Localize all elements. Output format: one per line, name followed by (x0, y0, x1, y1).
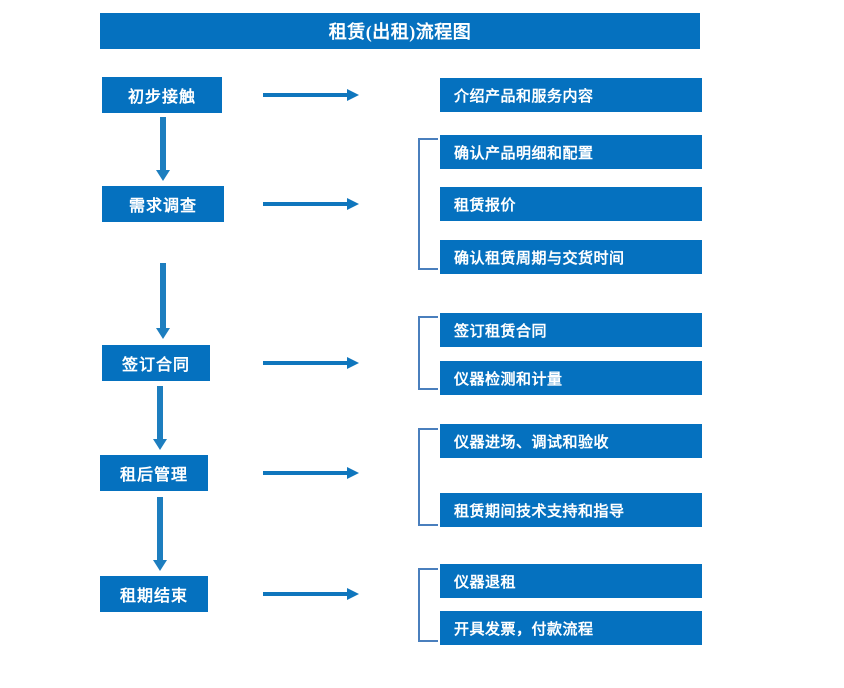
stage-box-1[interactable]: 初步接触 (102, 77, 222, 113)
flow-arrow-down-1 (155, 117, 171, 181)
group-bracket-contract (418, 316, 438, 390)
detail-box-5[interactable]: 签订租赁合同 (440, 313, 702, 347)
detail-box-1[interactable]: 介绍产品和服务内容 (440, 78, 702, 112)
detail-box-7[interactable]: 仪器进场、调试和验收 (440, 424, 702, 458)
flow-arrow-right-3 (263, 355, 359, 371)
stage-box-4[interactable]: 租后管理 (100, 455, 208, 491)
flow-arrow-right-5 (263, 586, 359, 602)
detail-box-3[interactable]: 租赁报价 (440, 187, 702, 221)
group-bracket-closeout (418, 568, 438, 642)
detail-box-8[interactable]: 租赁期间技术支持和指导 (440, 493, 702, 527)
detail-box-2[interactable]: 确认产品明细和配置 (440, 135, 702, 169)
flow-arrow-right-4 (263, 465, 359, 481)
group-bracket-management (418, 428, 438, 526)
flow-arrow-right-1 (263, 87, 359, 103)
detail-box-9[interactable]: 仪器退租 (440, 564, 702, 598)
group-bracket-requirements (418, 138, 438, 270)
flow-arrow-down-4 (152, 497, 168, 571)
flow-arrow-down-3 (152, 386, 168, 450)
flow-arrow-down-2 (155, 263, 171, 339)
detail-box-6[interactable]: 仪器检测和计量 (440, 361, 702, 395)
stage-box-2[interactable]: 需求调查 (102, 186, 224, 222)
detail-box-10[interactable]: 开具发票，付款流程 (440, 611, 702, 645)
page-title: 租赁(出租)流程图 (100, 13, 700, 49)
stage-box-5[interactable]: 租期结束 (100, 576, 208, 612)
flow-arrow-right-2 (263, 196, 359, 212)
detail-box-4[interactable]: 确认租赁周期与交货时间 (440, 240, 702, 274)
stage-box-3[interactable]: 签订合同 (102, 345, 210, 381)
